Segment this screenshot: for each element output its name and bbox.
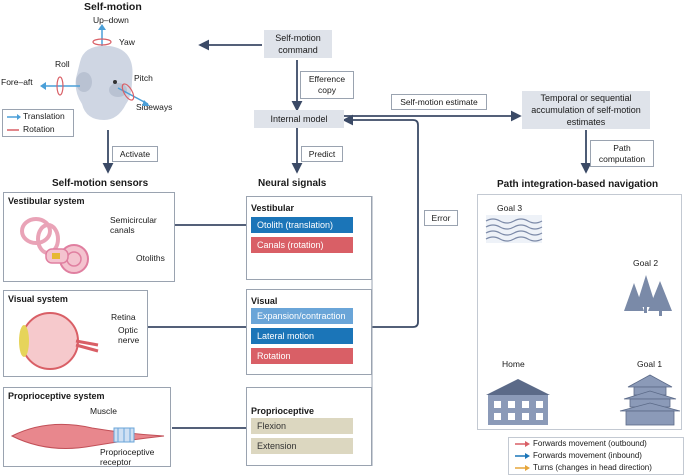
goal-3-water-icon <box>485 215 543 243</box>
proprioceptive-signals-panel: Proprioceptive Flexion Extension <box>246 387 372 466</box>
muscle-illustration <box>10 423 165 449</box>
legend-translation: Translation <box>23 111 65 121</box>
proprioceptive-signals-title: Proprioceptive <box>251 406 315 416</box>
label-goal-1: Goal 1 <box>637 359 663 369</box>
legend-outbound: Forwards movement (outbound) <box>533 439 647 448</box>
vestibular-signals-title: Vestibular <box>251 203 295 213</box>
eye-illustration <box>19 312 99 370</box>
label-retina: Retina <box>111 312 136 322</box>
label-home: Home <box>502 359 525 369</box>
navigation-landmarks <box>485 215 681 426</box>
navigation-title: Path integration-based navigation <box>497 179 659 190</box>
vestibular-system-title: Vestibular system <box>8 196 85 206</box>
outbound-legend-icon <box>515 441 530 447</box>
goal-2-trees-icon <box>624 275 672 316</box>
accumulation-box: Temporal or sequential accumulation of s… <box>522 91 650 129</box>
proprioceptive-system-title: Proprioceptive system <box>8 391 105 401</box>
signal-otolith: Otolith (translation) <box>251 217 353 233</box>
activate-tag: Activate <box>112 146 158 162</box>
self-motion-command-box: Self-motion command <box>264 30 332 58</box>
motion-legend: Translation Rotation <box>2 109 74 137</box>
rotation-legend-icon <box>7 129 19 131</box>
home-icon <box>486 379 550 425</box>
signal-extension: Extension <box>251 438 353 454</box>
self-motion-title: Self-motion <box>84 1 142 13</box>
path-computation-tag: Path computation <box>590 140 654 167</box>
label-up-down: Up–down <box>93 15 129 25</box>
arrow-error-feedback <box>342 114 419 328</box>
label-sideways: Sideways <box>136 102 173 112</box>
label-roll: Roll <box>55 59 70 69</box>
legend-rotation: Rotation <box>23 124 55 134</box>
label-pitch: Pitch <box>134 73 153 83</box>
self-motion-estimate-tag: Self-motion estimate <box>391 94 487 110</box>
visual-system-title: Visual system <box>8 294 68 304</box>
label-yaw: Yaw <box>119 37 135 47</box>
visual-signals-panel: Visual Expansion/contraction Lateral mot… <box>246 289 372 375</box>
sensors-title: Self-motion sensors <box>52 178 149 189</box>
monkey-head <box>75 45 133 120</box>
monkey-head-illustration <box>40 24 150 120</box>
error-tag: Error <box>424 210 458 226</box>
legend-inbound: Forwards movement (inbound) <box>533 451 642 460</box>
proprioceptive-system-panel: Proprioceptive system Muscle Propriocept… <box>3 387 171 467</box>
signal-rotation: Rotation <box>251 348 353 364</box>
internal-model-box: Internal model <box>254 110 344 128</box>
predict-tag: Predict <box>301 146 343 162</box>
label-goal-3: Goal 3 <box>497 203 523 213</box>
label-goal-2: Goal 2 <box>633 258 659 268</box>
signal-canals: Canals (rotation) <box>251 237 353 253</box>
signal-expansion: Expansion/contraction <box>251 308 353 324</box>
goal-1-pagoda-icon <box>619 374 681 426</box>
signal-flexion: Flexion <box>251 418 353 434</box>
inner-ear-illustration <box>20 217 89 274</box>
efference-copy-tag: Efference copy <box>300 71 354 99</box>
inbound-legend-icon <box>515 453 530 459</box>
turns-legend-icon <box>515 465 530 471</box>
legend-turns: Turns (changes in head direction) <box>533 463 652 472</box>
neural-signals-title: Neural signals <box>258 178 327 189</box>
translation-legend-icon <box>7 114 21 120</box>
signal-lateral-motion: Lateral motion <box>251 328 353 344</box>
navigation-panel: Goal 3 Goal 2 Goal 1 Home <box>477 194 682 430</box>
label-otoliths: Otoliths <box>136 253 165 263</box>
label-fore-aft: Fore–aft <box>1 77 33 87</box>
navigation-legend: Forwards movement (outbound) Forwards mo… <box>508 437 684 475</box>
visual-signals-title: Visual <box>251 296 278 306</box>
label-muscle: Muscle <box>90 406 117 416</box>
vestibular-signals-panel: Vestibular Otolith (translation) Canals … <box>246 196 372 280</box>
